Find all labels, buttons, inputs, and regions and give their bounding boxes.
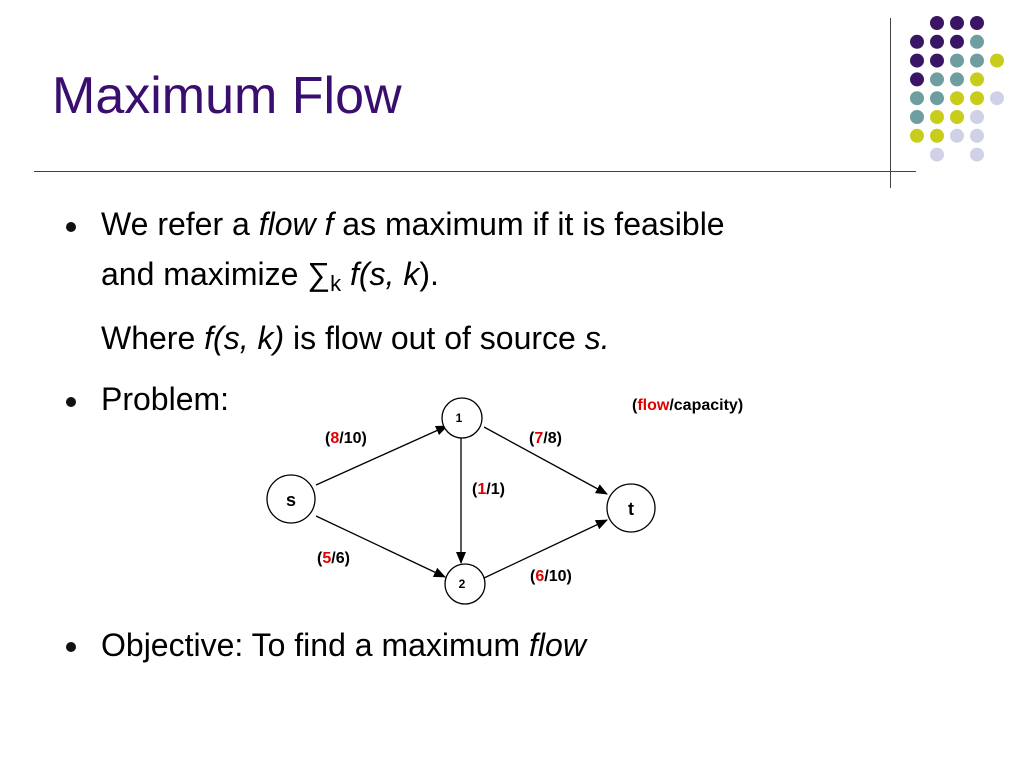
edge-s-2 (315, 515, 446, 578)
title-divider-horizontal (34, 171, 916, 172)
title-divider-vertical (890, 18, 891, 188)
decorative-dot (950, 110, 964, 124)
decorative-dot (970, 147, 984, 162)
decorative-dot (950, 34, 964, 49)
decorative-dot (910, 53, 924, 68)
decorative-dot (970, 128, 984, 143)
decorative-dot (970, 110, 984, 124)
bullet-3: Objective: To find a maximum flow (101, 629, 586, 661)
edge-2-t (483, 519, 608, 579)
slide-title: Maximum Flow (52, 67, 402, 125)
decorative-dot (970, 53, 984, 68)
bullet-dot-1 (66, 222, 76, 232)
legend-open: ( (632, 397, 638, 414)
decorative-dot (930, 147, 944, 162)
edge-s-2-capacity: 6 (336, 550, 345, 567)
node-s (266, 474, 316, 524)
legend: (flow/capacity) (632, 397, 743, 414)
edge-1-t (483, 426, 608, 495)
decorative-dot (930, 53, 944, 68)
edge-s-1-flow: 8 (330, 430, 339, 447)
bullet-1-flow-italic: flow f (258, 206, 334, 242)
edge-label-2-t: (6/10) (530, 568, 572, 585)
sigma-symbol: ∑ (307, 256, 331, 292)
decorative-dot (910, 110, 924, 124)
bullet-1-line-2: and maximize ∑k f(s, k). (101, 258, 439, 295)
bullet-1-close: ). (419, 256, 439, 292)
bullet-2: Problem: (101, 383, 229, 415)
node-s-label: s (286, 490, 296, 510)
edge-s-1 (315, 425, 448, 486)
decorative-dot (950, 72, 964, 87)
edge-label-1-2: (1/1) (472, 481, 505, 498)
where-text-b: is flow out of source (284, 320, 585, 356)
legend-capacity-word: /capacity) (669, 397, 743, 414)
node-1 (441, 397, 483, 439)
bullet-1-text-a: We refer a (101, 206, 259, 242)
decorative-dot (930, 16, 944, 30)
decorative-dot (950, 53, 964, 68)
decorative-dot (990, 91, 1004, 106)
edge-label-1-t: (7/8) (529, 430, 562, 447)
bullet-1-line-3: Where f(s, k) is flow out of source s. (101, 322, 610, 354)
bullet-1-text-c: and maximize (101, 256, 308, 292)
fsk-italic: f(s, k (341, 256, 420, 292)
edge-2-t-flow: 6 (535, 568, 544, 585)
node-t (606, 483, 656, 533)
decorative-dot (970, 91, 984, 106)
decorative-dot (950, 91, 964, 106)
edge-1-2-capacity: 1 (491, 481, 500, 498)
decorative-dot (930, 91, 944, 106)
problem-label: Problem: (101, 381, 230, 417)
decorative-dot (930, 34, 944, 49)
where-fsk-italic: f(s, k) (204, 320, 285, 356)
edge-1-t-capacity: 8 (548, 430, 557, 447)
node-2-label: 2 (459, 577, 466, 591)
decorative-dot (970, 16, 984, 30)
edge-1-2-flow: 1 (477, 481, 486, 498)
where-text: Where (101, 320, 205, 356)
decorative-dot-grid (910, 16, 1004, 162)
decorative-dot (930, 128, 944, 143)
decorative-dot (930, 110, 944, 124)
decorative-dot (970, 72, 984, 87)
bullet-dot-2 (66, 397, 76, 407)
objective-text: Objective: To find a maximum (101, 627, 530, 663)
node-t-label: t (628, 499, 634, 519)
edge-label-s-1: (8/10) (325, 430, 367, 447)
objective-flow-italic: flow (529, 627, 586, 663)
decorative-dot (910, 91, 924, 106)
bullet-dot-3 (66, 642, 76, 652)
decorative-dot (910, 128, 924, 143)
bullet-1-text-b: as maximum if it is feasible (333, 206, 725, 242)
where-s-italic: s. (584, 320, 610, 356)
decorative-dot (970, 34, 984, 49)
edge-label-s-2: (5/6) (317, 550, 350, 567)
edge-s-1-capacity: 10 (344, 430, 362, 447)
bullet-1-line-1: We refer a flow f as maximum if it is fe… (101, 208, 725, 240)
edge-1-t-flow: 7 (534, 430, 543, 447)
node-2 (444, 563, 486, 605)
decorative-dot (930, 72, 944, 87)
decorative-dot (950, 16, 964, 30)
legend-flow-word: flow (637, 397, 670, 414)
edge-s-2-flow: 5 (322, 550, 331, 567)
sigma-subscript: k (330, 271, 342, 296)
node-1-label: 1 (456, 411, 463, 425)
decorative-dot (950, 128, 964, 143)
decorative-dot (910, 72, 924, 87)
decorative-dot (910, 34, 924, 49)
edge-2-t-capacity: 10 (549, 568, 567, 585)
decorative-dot (990, 53, 1004, 68)
